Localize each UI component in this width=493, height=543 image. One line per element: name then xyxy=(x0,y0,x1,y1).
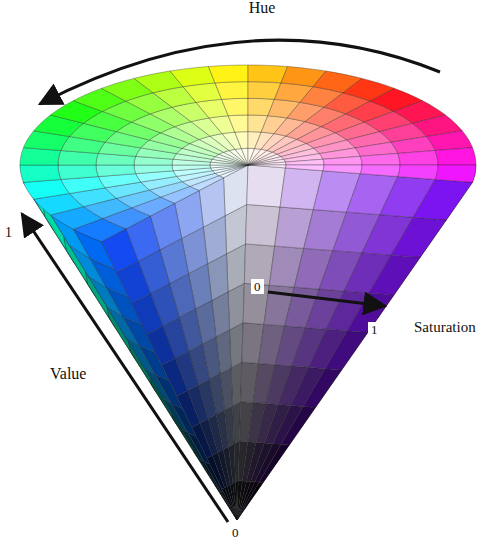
hue-disc-cell xyxy=(58,165,98,179)
axis-title: Hue xyxy=(249,0,276,16)
hue-disc-cell xyxy=(360,165,400,177)
scale-number: 1 xyxy=(368,322,381,337)
hue-disc-cell xyxy=(248,159,285,165)
hue-disc-cell xyxy=(20,165,61,182)
scale-number: 0 xyxy=(232,526,239,539)
hue-disc-cell xyxy=(285,159,324,165)
hue-disc-cell xyxy=(222,98,248,115)
axis-title: Value xyxy=(50,366,86,382)
cone-cut-face-cell xyxy=(162,358,188,396)
hue-disc-cell xyxy=(228,115,248,132)
hue-disc-cell xyxy=(248,165,286,168)
cone-mesh xyxy=(20,65,476,520)
cone-cut-face-cell xyxy=(281,406,315,444)
hue-disc-cell xyxy=(435,165,476,182)
hue-disc-cell xyxy=(134,165,173,174)
hue-disc-cell xyxy=(210,165,248,168)
hue-disc-cell xyxy=(215,82,248,100)
hue-disc-cell xyxy=(170,67,215,87)
hue-disc-cell xyxy=(398,151,438,165)
hue-disc-cell xyxy=(172,165,211,171)
cone-cut-face-cell xyxy=(237,482,263,520)
cone-cut-face-cell xyxy=(246,204,280,246)
cone-cut-face-cell xyxy=(325,331,368,370)
hue-disc-cell xyxy=(248,65,288,83)
hue-disc-cell xyxy=(96,165,136,177)
cone-cut-face-cell xyxy=(391,217,446,257)
hue-disc-cell xyxy=(23,179,69,199)
cone-cut-face-cell xyxy=(192,423,212,458)
cone-cut-face-cell xyxy=(177,391,200,428)
hue-disc-cell xyxy=(323,165,362,174)
hue-disc-cell xyxy=(248,162,286,165)
cone-side-cell xyxy=(85,272,109,318)
cone-cut-face-cell xyxy=(247,165,286,207)
hue-disc-cell xyxy=(211,165,248,171)
cone-cut-face-cell xyxy=(369,255,420,295)
hue-disc-cell xyxy=(235,149,248,165)
scale-number: 0 xyxy=(251,279,264,294)
axis-title: Saturation xyxy=(414,320,476,335)
hue-disc-cell xyxy=(427,131,473,151)
saturation-arrow xyxy=(268,292,385,306)
cone-side-cell xyxy=(63,236,87,284)
cone-cut-face-cell xyxy=(303,369,342,408)
hue-arrow xyxy=(40,40,440,104)
cone-cut-face-cell xyxy=(231,362,242,406)
scale-number: 1 xyxy=(5,226,12,240)
cone-cut-face-cell xyxy=(230,323,244,368)
hue-disc-cell xyxy=(360,153,400,165)
value-arrow xyxy=(22,214,228,522)
hue-disc-cell xyxy=(285,165,324,171)
hue-disc-cell xyxy=(235,132,248,149)
hue-disc-cell xyxy=(323,156,362,165)
hue-disc-cell xyxy=(435,148,476,165)
cone-cut-face-cell xyxy=(413,179,472,219)
hue-disc-cell xyxy=(398,165,438,179)
cone-cut-face-cell xyxy=(259,444,289,482)
cone-cut-face-cell xyxy=(207,455,225,489)
hue-disc-cell xyxy=(208,65,248,83)
hue-disc-cell xyxy=(241,148,248,165)
